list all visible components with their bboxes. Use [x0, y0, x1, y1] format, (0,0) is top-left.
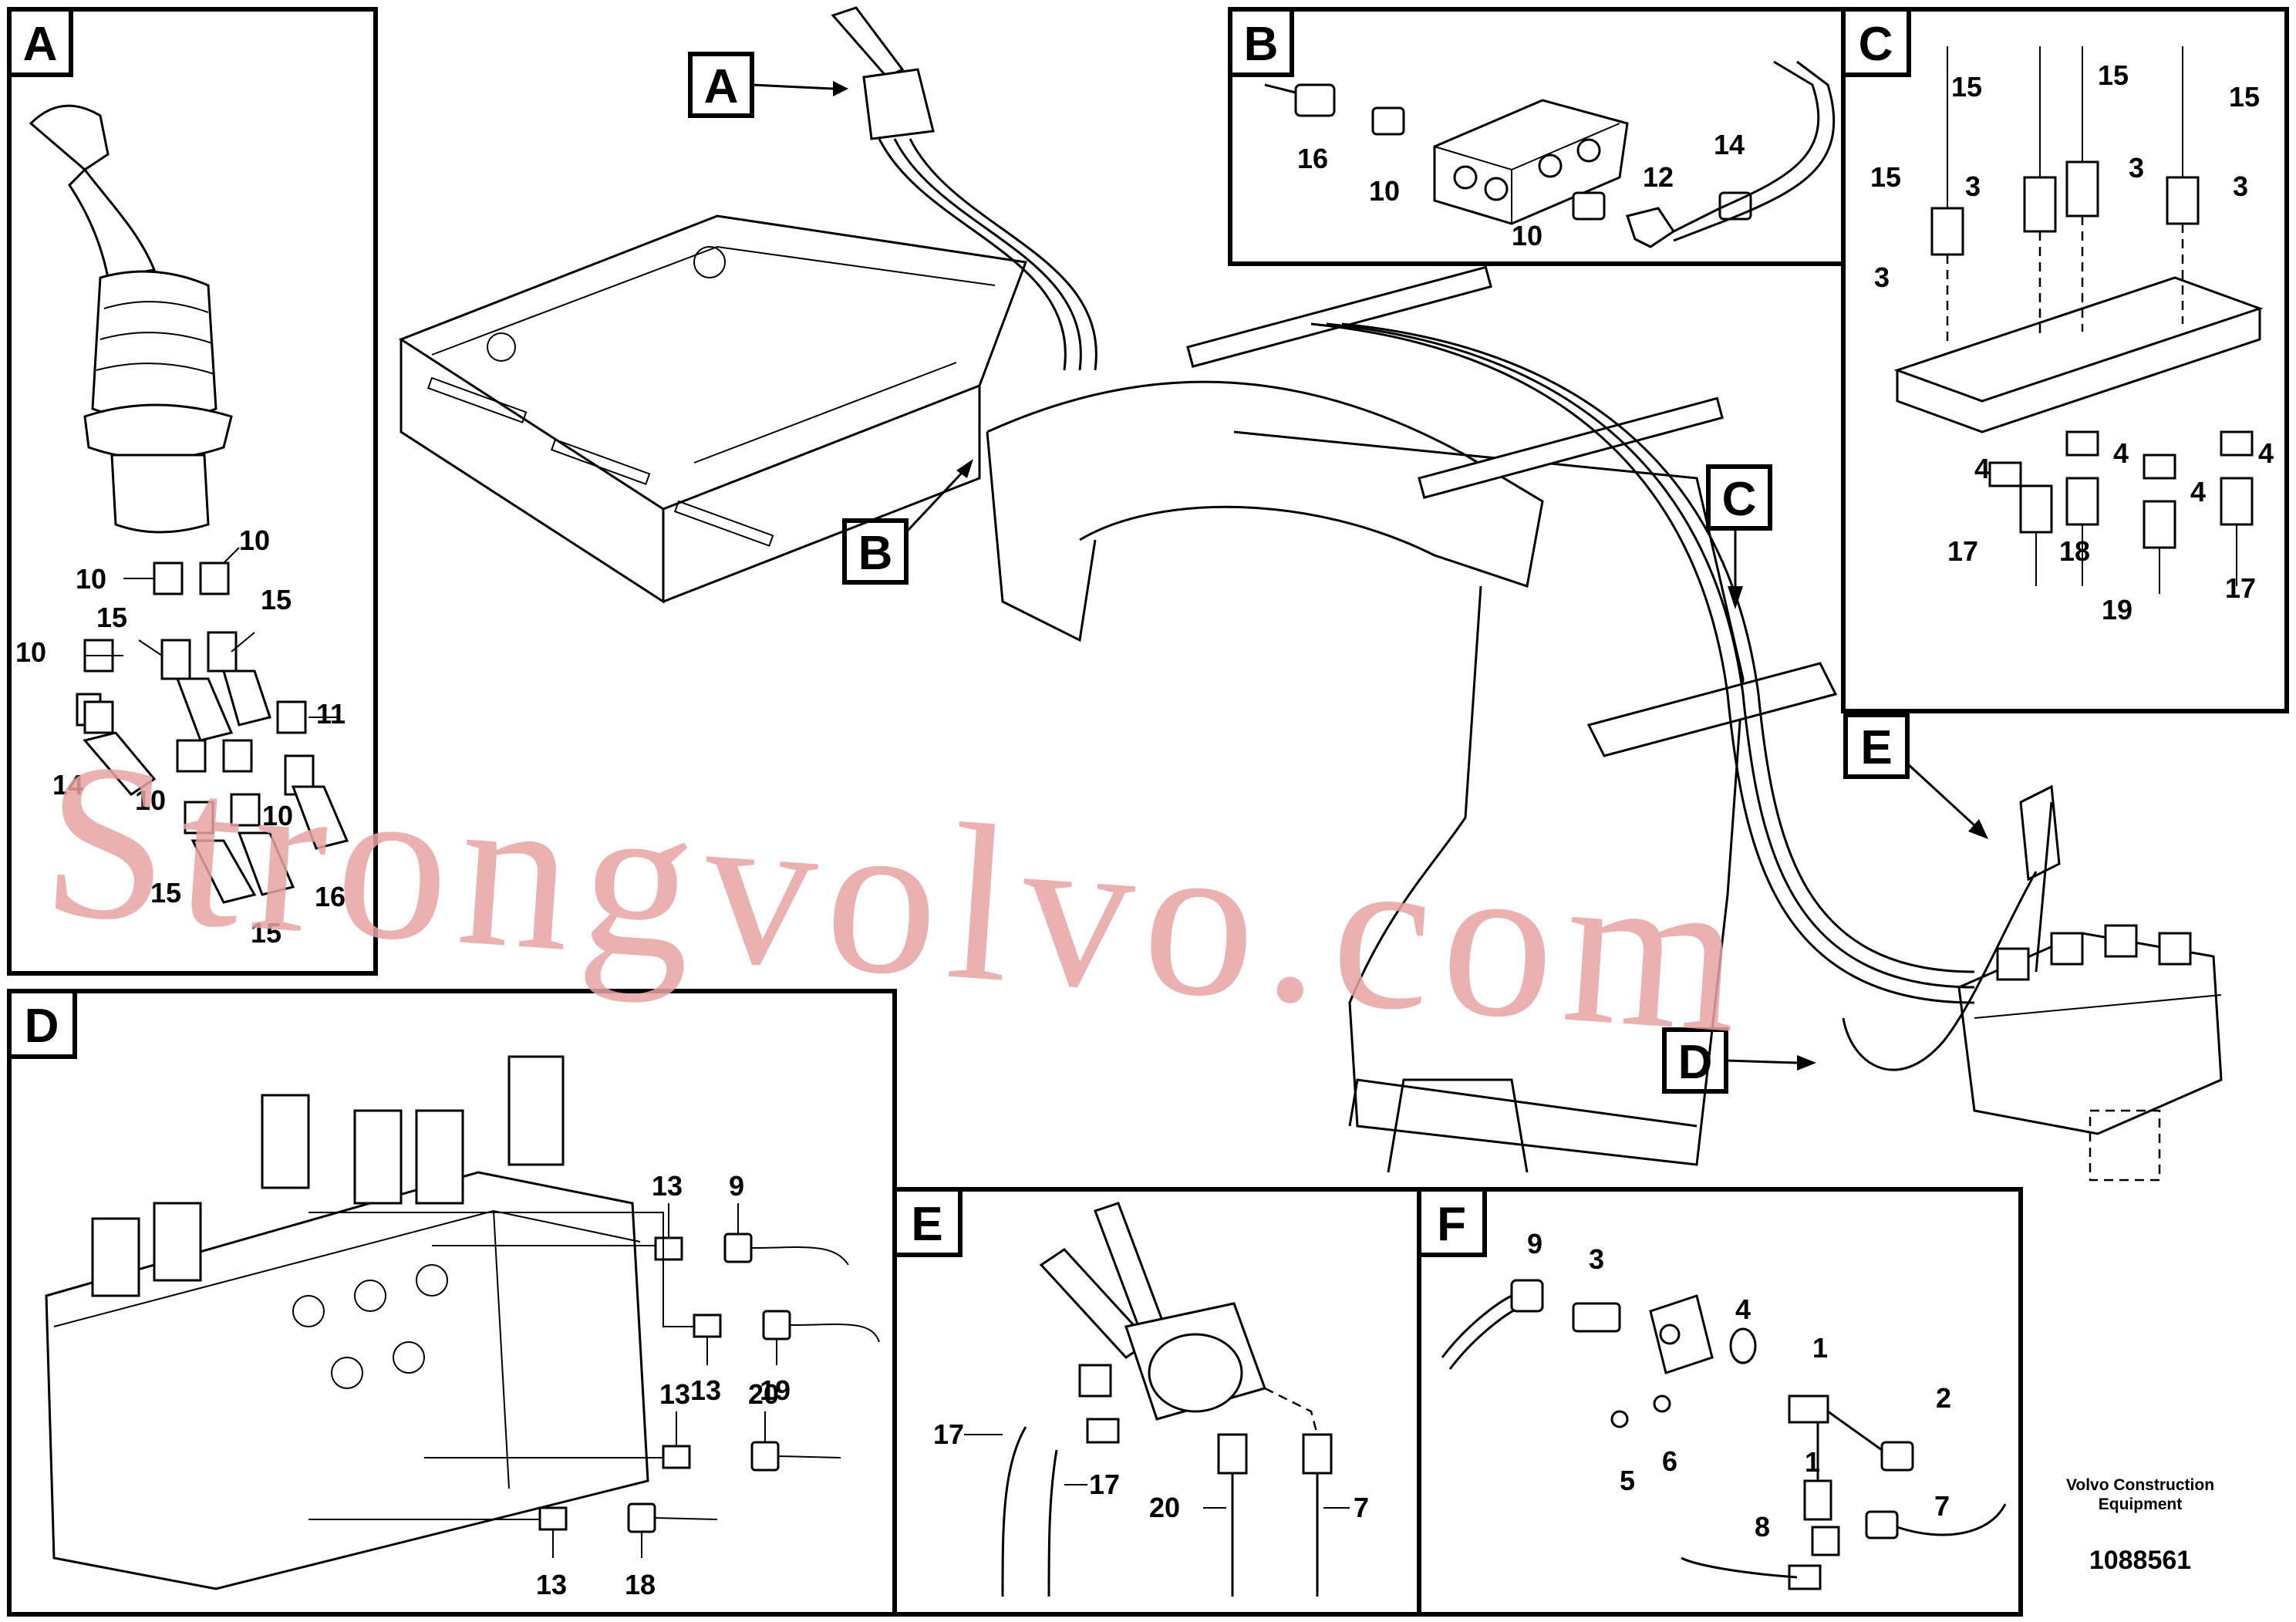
part-number-label: 18	[625, 1569, 656, 1600]
part-number-label: 13	[690, 1374, 721, 1406]
part-number-label: 13	[536, 1569, 567, 1600]
part-number-label: 8	[1755, 1511, 1770, 1543]
part-number-label: 17	[2225, 572, 2256, 604]
panel-c-letter: C	[1859, 18, 1893, 71]
part-number-label: 20	[1149, 1492, 1180, 1523]
part-number-label: 3	[1589, 1243, 1604, 1275]
part-number-label: 15	[1951, 71, 1982, 103]
panel-b: B 16 10 10 12 14	[1228, 7, 1846, 266]
part-number-label: 3	[1965, 170, 1981, 202]
panel-a-fittings	[76, 561, 349, 904]
panel-b-letter: B	[1244, 18, 1279, 71]
part-number-label: 13	[652, 1170, 683, 1202]
part-number-label: 7	[1934, 1490, 1950, 1522]
part-number-label: 4	[2258, 437, 2274, 469]
part-number-label: 1	[1812, 1332, 1828, 1364]
part-number-label: 10	[1369, 175, 1400, 207]
panel-f: F 9 3 4 1 2 1 5 6 8 7	[1417, 1187, 2023, 1617]
callout-d-letter: D	[1678, 1036, 1713, 1089]
part-number-label: 5	[1620, 1465, 1635, 1496]
footer-company-line1: Volvo Construction	[2065, 1476, 2215, 1494]
part-number-label: 20	[748, 1378, 779, 1410]
part-number-label: 15	[1870, 161, 1901, 193]
part-number-label: 13	[659, 1378, 690, 1410]
part-number-label: 10	[135, 784, 166, 816]
footer-company: Volvo Construction Equipment	[2040, 1475, 2240, 1514]
part-number-label: 4	[1974, 453, 1990, 484]
part-number-label: 10	[1512, 220, 1542, 251]
callout-b-letter: B	[858, 527, 893, 580]
footer-company-line2: Equipment	[2098, 1496, 2183, 1513]
callout-e: E	[1843, 713, 1988, 839]
part-number-label: 3	[2233, 170, 2248, 202]
part-number-label: 14	[52, 769, 83, 801]
callout-c: C	[1706, 464, 1772, 609]
part-number-label: 3	[2129, 152, 2144, 184]
part-number-label: 9	[729, 1170, 744, 1202]
panel-d-spools	[91, 1055, 565, 1297]
panel-f-letter: F	[1437, 1198, 1466, 1251]
part-number-label: 4	[2113, 437, 2129, 469]
part-number-label: 19	[760, 1374, 791, 1406]
part-number-label: 7	[1354, 1492, 1369, 1523]
part-number-label: 11	[316, 698, 346, 730]
part-number-label: 16	[315, 881, 346, 912]
part-number-label: 15	[96, 602, 127, 633]
frame-assembly	[398, 6, 2223, 1182]
part-number-label: 14	[1714, 129, 1745, 160]
part-number-label: 17	[1947, 535, 1978, 567]
part-number-label: 10	[76, 563, 106, 595]
footer-part-number: 1088561	[2089, 1546, 2192, 1575]
part-number-label: 15	[2098, 59, 2129, 91]
part-number-label: 15	[150, 877, 181, 909]
panel-d: D	[7, 989, 897, 1617]
panel-a-letter: A	[23, 18, 58, 71]
part-number-label: 15	[261, 584, 292, 615]
part-number-label: 19	[2102, 594, 2132, 626]
part-number-label: 4	[1735, 1293, 1751, 1325]
panel-c: C 15 15 15 15 3 3 3	[1841, 7, 2289, 713]
callout-c-letter: C	[1722, 473, 1757, 526]
part-number-label: 4	[2190, 476, 2206, 508]
part-number-label: 17	[1089, 1469, 1120, 1500]
part-number-label: 16	[1297, 143, 1328, 174]
panel-a: A	[7, 7, 378, 976]
part-number-label: 18	[2059, 535, 2090, 567]
callout-a: A	[688, 52, 848, 118]
panel-d-letter: D	[25, 1000, 59, 1053]
part-number-label: 10	[262, 800, 293, 831]
part-number-label: 10	[15, 636, 46, 668]
part-number-label: 6	[1662, 1445, 1677, 1477]
part-number-label: 17	[933, 1418, 964, 1450]
part-number-label: 15	[2229, 81, 2260, 113]
callout-b: B	[842, 459, 973, 585]
part-number-label: 15	[251, 917, 282, 949]
part-number-label: 9	[1527, 1228, 1542, 1259]
callout-e-letter: E	[1860, 721, 1892, 774]
part-number-label: 1	[1805, 1446, 1820, 1478]
callout-a-letter: A	[704, 60, 739, 113]
part-number-label: 12	[1643, 161, 1674, 193]
panel-e-letter: E	[911, 1198, 942, 1251]
callout-d: D	[1662, 1027, 1816, 1094]
part-number-label: 3	[1874, 261, 1890, 293]
part-number-label: 2	[1936, 1382, 1951, 1414]
panel-e: E 17 17 20 7	[892, 1187, 1421, 1617]
part-number-label: 10	[239, 524, 270, 556]
